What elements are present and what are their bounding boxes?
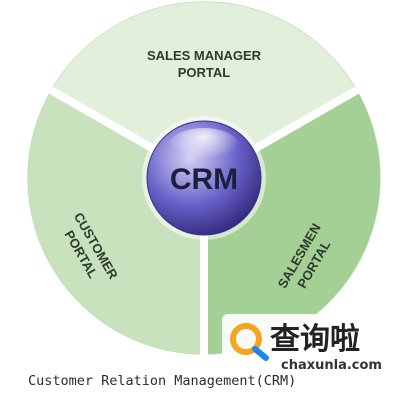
magnifier-handle [252,346,269,361]
diagram-caption: Customer Relation Management(CRM) [28,373,296,389]
magnifier-ring [230,323,262,355]
crm-hub: CRM [142,116,266,240]
watermark: 查询啦 chaxunla.com [222,314,396,374]
watermark-chars: 查询啦 [270,322,360,357]
watermark-url: chaxunla.com [281,358,382,373]
hub-shine [166,128,242,172]
sales-manager-label-line1: SALES MANAGER [147,48,262,63]
search-magnifier-icon [230,323,269,361]
hub-label: CRM [170,163,238,196]
sales-manager-label-line2: PORTAL [178,65,231,80]
segment-sales-manager-portal [51,2,357,179]
